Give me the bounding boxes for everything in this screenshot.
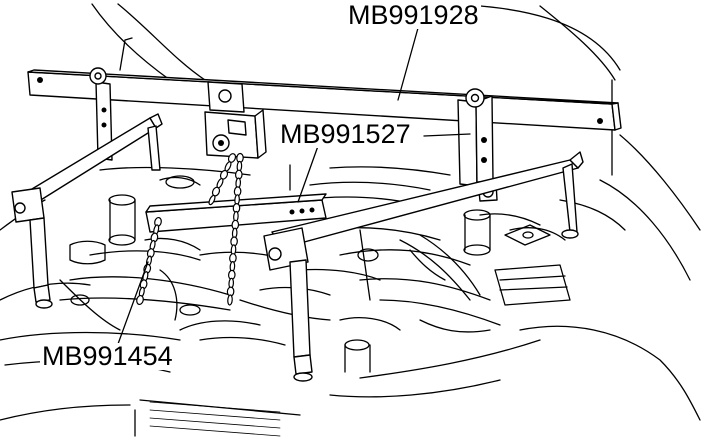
center-hook-bracket	[204, 81, 267, 159]
right-upright-post	[457, 88, 498, 202]
chain-link-upper-left	[208, 194, 216, 206]
leader-line-chain-adapter	[297, 145, 319, 203]
grille-slats	[149, 401, 281, 437]
leader-line-chain-adapter-right	[423, 133, 471, 137]
leader-line-crossbar	[397, 27, 419, 101]
label-chain-tool: MB991454	[40, 341, 175, 371]
label-crossbar-tool: MB991928	[346, 0, 481, 30]
label-chain-adapter-tool: MB991527	[278, 119, 413, 149]
right-arm	[271, 151, 584, 249]
left-upright-post	[89, 67, 113, 161]
left-arm	[21, 113, 163, 209]
chain-link-center	[227, 294, 233, 306]
leader-line-chain	[117, 261, 149, 345]
right-foot-block	[263, 227, 313, 382]
chain-link-left	[136, 294, 144, 306]
left-foot-block	[11, 187, 53, 309]
